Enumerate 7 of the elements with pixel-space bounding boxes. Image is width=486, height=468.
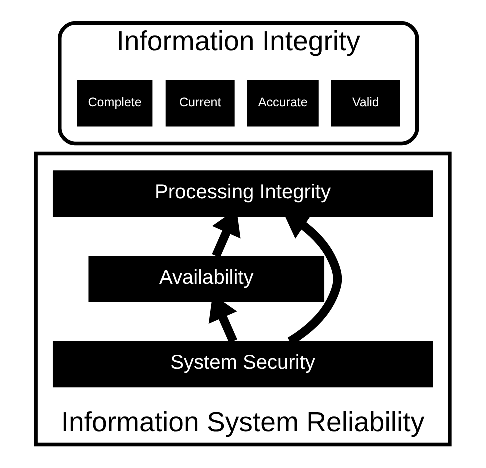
node-box: Processing Integrity [52,170,434,218]
node-box: Current [166,80,235,127]
node-box: Complete [77,80,153,127]
node-box: Availability [88,256,325,302]
node-box: System Security [52,341,434,388]
node-box: Valid [331,80,400,127]
node-box: Accurate [247,80,319,127]
